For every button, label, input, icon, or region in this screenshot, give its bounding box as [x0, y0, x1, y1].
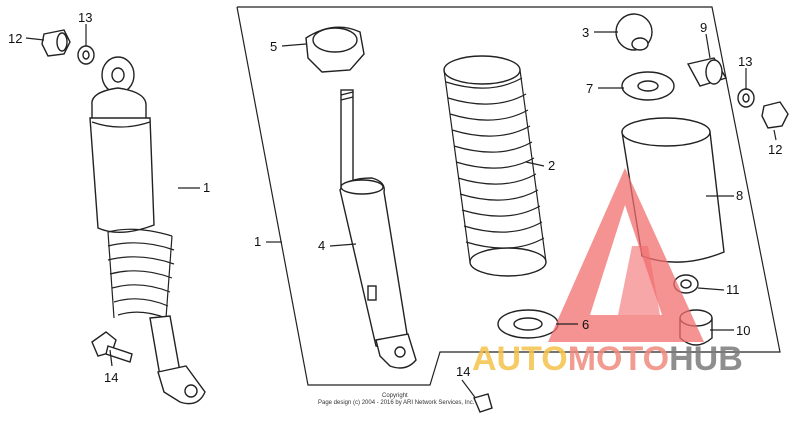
callout-8[interactable]: 8	[736, 188, 743, 203]
washer-7	[621, 71, 675, 101]
callout-3[interactable]: 3	[582, 25, 589, 40]
callout-numbers: 12 13 1 14 1 5 4 2 3 7 9 13 12 8 11 6 10…	[8, 10, 782, 385]
callout-12-right[interactable]: 12	[768, 142, 782, 157]
callout-13-left[interactable]: 13	[78, 10, 92, 25]
callout-6[interactable]: 6	[582, 317, 589, 332]
callout-9[interactable]: 9	[700, 20, 707, 35]
automotohub-watermark: AUTOMOTOHUB	[472, 168, 743, 378]
watermark-text-auto: AUTO	[472, 340, 568, 378]
spring-stopper-5	[305, 26, 365, 73]
callout-2[interactable]: 2	[548, 158, 555, 173]
damper-4	[339, 89, 417, 369]
washer-13-left	[77, 45, 95, 65]
callout-11[interactable]: 11	[726, 282, 740, 297]
callout-10[interactable]: 10	[736, 323, 750, 338]
callout-14-lower[interactable]: 14	[456, 364, 470, 379]
nut-12-left	[41, 29, 71, 57]
callout-13-right[interactable]: 13	[738, 54, 752, 69]
shock-absorber-assembly	[89, 56, 206, 405]
bolt-14-left	[91, 331, 133, 363]
callout-1-left[interactable]: 1	[203, 180, 210, 195]
callout-1-frame[interactable]: 1	[254, 234, 261, 249]
copyright-title: Copyright	[382, 393, 408, 399]
shock-spring-coils	[107, 228, 175, 319]
callout-14-left[interactable]: 14	[104, 370, 118, 385]
bolt-14-lower	[461, 379, 493, 413]
nut-12-right	[761, 101, 789, 129]
callout-7[interactable]: 7	[586, 81, 593, 96]
callout-4[interactable]: 4	[318, 238, 325, 253]
spring-seat-6	[497, 309, 559, 339]
spring-2	[443, 55, 547, 277]
copyright-notice: Page design (c) 2004 - 2016 by ARI Netwo…	[318, 400, 475, 406]
svg-text:AUTOMOTOHUB: AUTOMOTOHUB	[472, 340, 743, 378]
watermark-text-hub: HUB	[669, 340, 743, 378]
assembly-frame	[236, 6, 781, 386]
callout-leaders	[25, 24, 777, 367]
collar-9	[686, 57, 728, 87]
watermark-triangle	[548, 168, 704, 342]
callout-12-left[interactable]: 12	[8, 31, 22, 46]
watermark-text-moto: MOTO	[568, 340, 669, 378]
callout-5[interactable]: 5	[270, 39, 277, 54]
bushing-3	[615, 13, 653, 51]
washer-13-right	[737, 88, 755, 108]
